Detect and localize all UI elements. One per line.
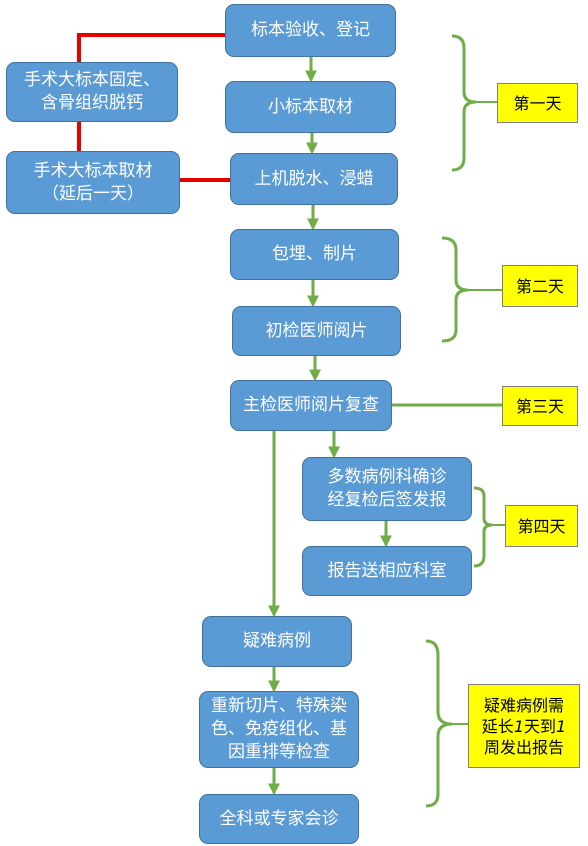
node-report-delivery: 报告送相应科室 (302, 546, 472, 596)
link-receipt-to-fixation (77, 33, 225, 62)
node-specimen-receipt: 标本验收、登记 (225, 4, 396, 57)
label-difficult-line2: 延长1天到1 (481, 716, 567, 736)
label-difficult-line1: 疑难病例需 (483, 695, 564, 715)
bracket-day4 (473, 486, 493, 568)
node-large-specimen-fixation: 手术大标本固定、 含骨组织脱钙 (6, 62, 178, 122)
node-large-specimen-sampling: 手术大标本取材 （延后一天） (6, 151, 180, 214)
node-embedding-sectioning: 包埋、制片 (230, 229, 399, 280)
label-day1: 第一天 (497, 83, 578, 123)
node-chief-review: 主检医师阅片复查 (230, 380, 392, 431)
label-difficult-line3: 周发出报告 (483, 737, 564, 757)
node-initial-review: 初检医师阅片 (232, 306, 401, 356)
bracket-day1 (451, 34, 477, 172)
label-difficult-case-duration: 疑难病例需 延长1天到1 周发出报告 (468, 684, 580, 768)
node-difficult-case: 疑难病例 (202, 616, 352, 667)
node-dehydration-embedding: 上机脱水、浸蜡 (230, 153, 398, 205)
node-diagnosis-report: 多数病例科确诊 经复检后签发报 (302, 457, 472, 521)
label-day4: 第四天 (505, 505, 578, 547)
label-day3: 第三天 (502, 386, 578, 426)
bracket-day2 (441, 236, 469, 343)
node-consultation: 全科或专家会诊 (199, 794, 359, 844)
label-day2: 第二天 (502, 265, 578, 307)
bracket-difficult (425, 639, 453, 808)
node-small-specimen-sampling: 小标本取材 (225, 81, 396, 133)
node-further-tests: 重新切片、特殊染 色、免疫组化、基 因重排等检查 (199, 691, 359, 768)
